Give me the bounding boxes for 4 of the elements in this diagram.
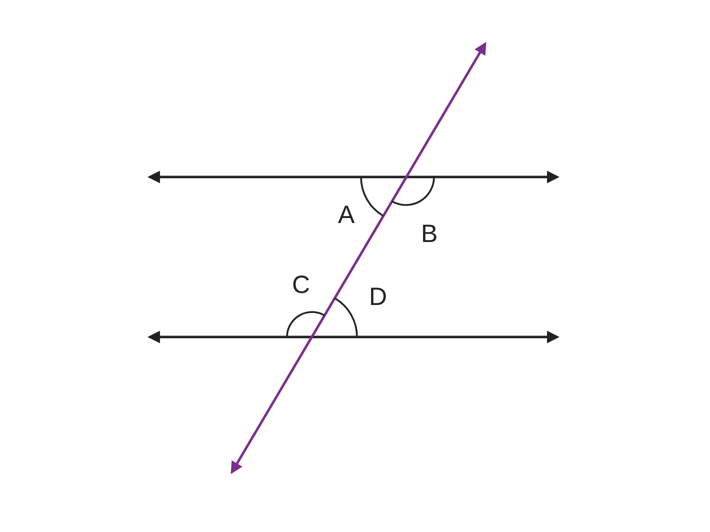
angle-label: D <box>369 285 388 310</box>
angle-label: B <box>421 222 438 247</box>
angle-label: C <box>292 273 310 298</box>
angle-label: A <box>338 203 355 228</box>
